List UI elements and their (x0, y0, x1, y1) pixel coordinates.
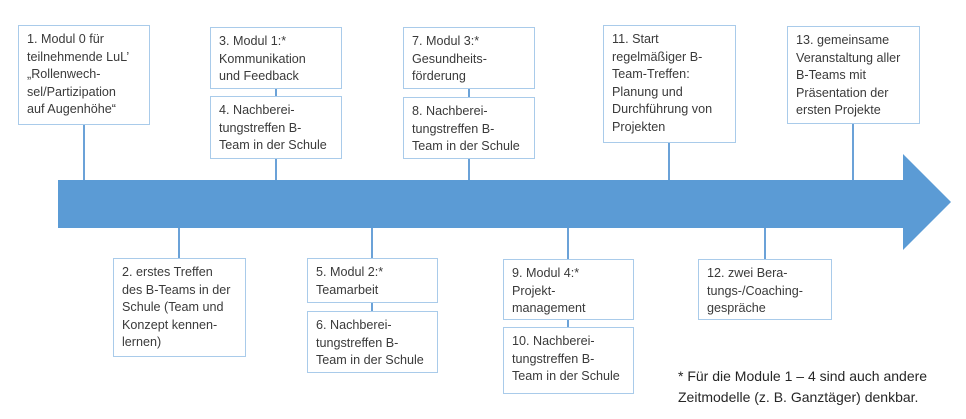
timeline-box-6-nachbereitung: 6. Nachberei- tungstreffen B- Team in de… (307, 311, 438, 373)
connector-box1-arrow (83, 125, 85, 180)
timeline-box-11-start-treffen: 11. Start regelmäßiger B- Team-Treffen: … (603, 25, 736, 143)
connector-arrow-box12 (764, 228, 766, 259)
footnote-zeitmodelle: * Für die Module 1 – 4 sind auch andere … (678, 368, 928, 405)
timeline-box-10-nachbereitung: 10. Nachberei- tungstreffen B- Team in d… (503, 327, 634, 394)
timeline-box-4-nachbereitung: 4. Nachberei- tungstreffen B- Team in de… (210, 96, 342, 159)
connector-arrow-box5 (371, 228, 373, 258)
connector-box13-arrow (852, 124, 854, 180)
connector-box5-box6 (371, 303, 373, 311)
timeline-box-13-veranstaltung: 13. gemeinsame Veranstaltung aller B-Tea… (787, 26, 920, 124)
connector-box11-arrow (668, 143, 670, 180)
connector-box9-box10 (567, 320, 569, 327)
timeline-box-3-modul-1: 3. Modul 1:* Kommunikation und Feedback (210, 27, 342, 89)
connector-arrow-box2 (178, 228, 180, 258)
timeline-box-1-modul-0: 1. Modul 0 für teilnehmende LuL’ „Rollen… (18, 25, 150, 125)
connector-box8-arrow (468, 159, 470, 180)
timeline-box-12-coaching: 12. zwei Bera- tungs-/Coaching- gespräch… (698, 259, 832, 320)
timeline-box-5-modul-2: 5. Modul 2:* Teamarbeit (307, 258, 438, 303)
timeline-box-2-erstes-treffen: 2. erstes Treffen des B-Teams in der Sch… (113, 258, 246, 357)
timeline-box-7-modul-3: 7. Modul 3:* Gesundheits- förderung (403, 27, 535, 89)
connector-box4-arrow (275, 159, 277, 180)
timeline-box-8-nachbereitung: 8. Nachberei- tungstreffen B- Team in de… (403, 97, 535, 159)
connector-box3-box4 (275, 89, 277, 96)
timeline-box-9-modul-4: 9. Modul 4:* Projekt- management (503, 259, 634, 320)
connector-box7-box8 (468, 89, 470, 97)
connector-arrow-box9 (567, 228, 569, 259)
timeline-arrow-shape (58, 154, 951, 250)
